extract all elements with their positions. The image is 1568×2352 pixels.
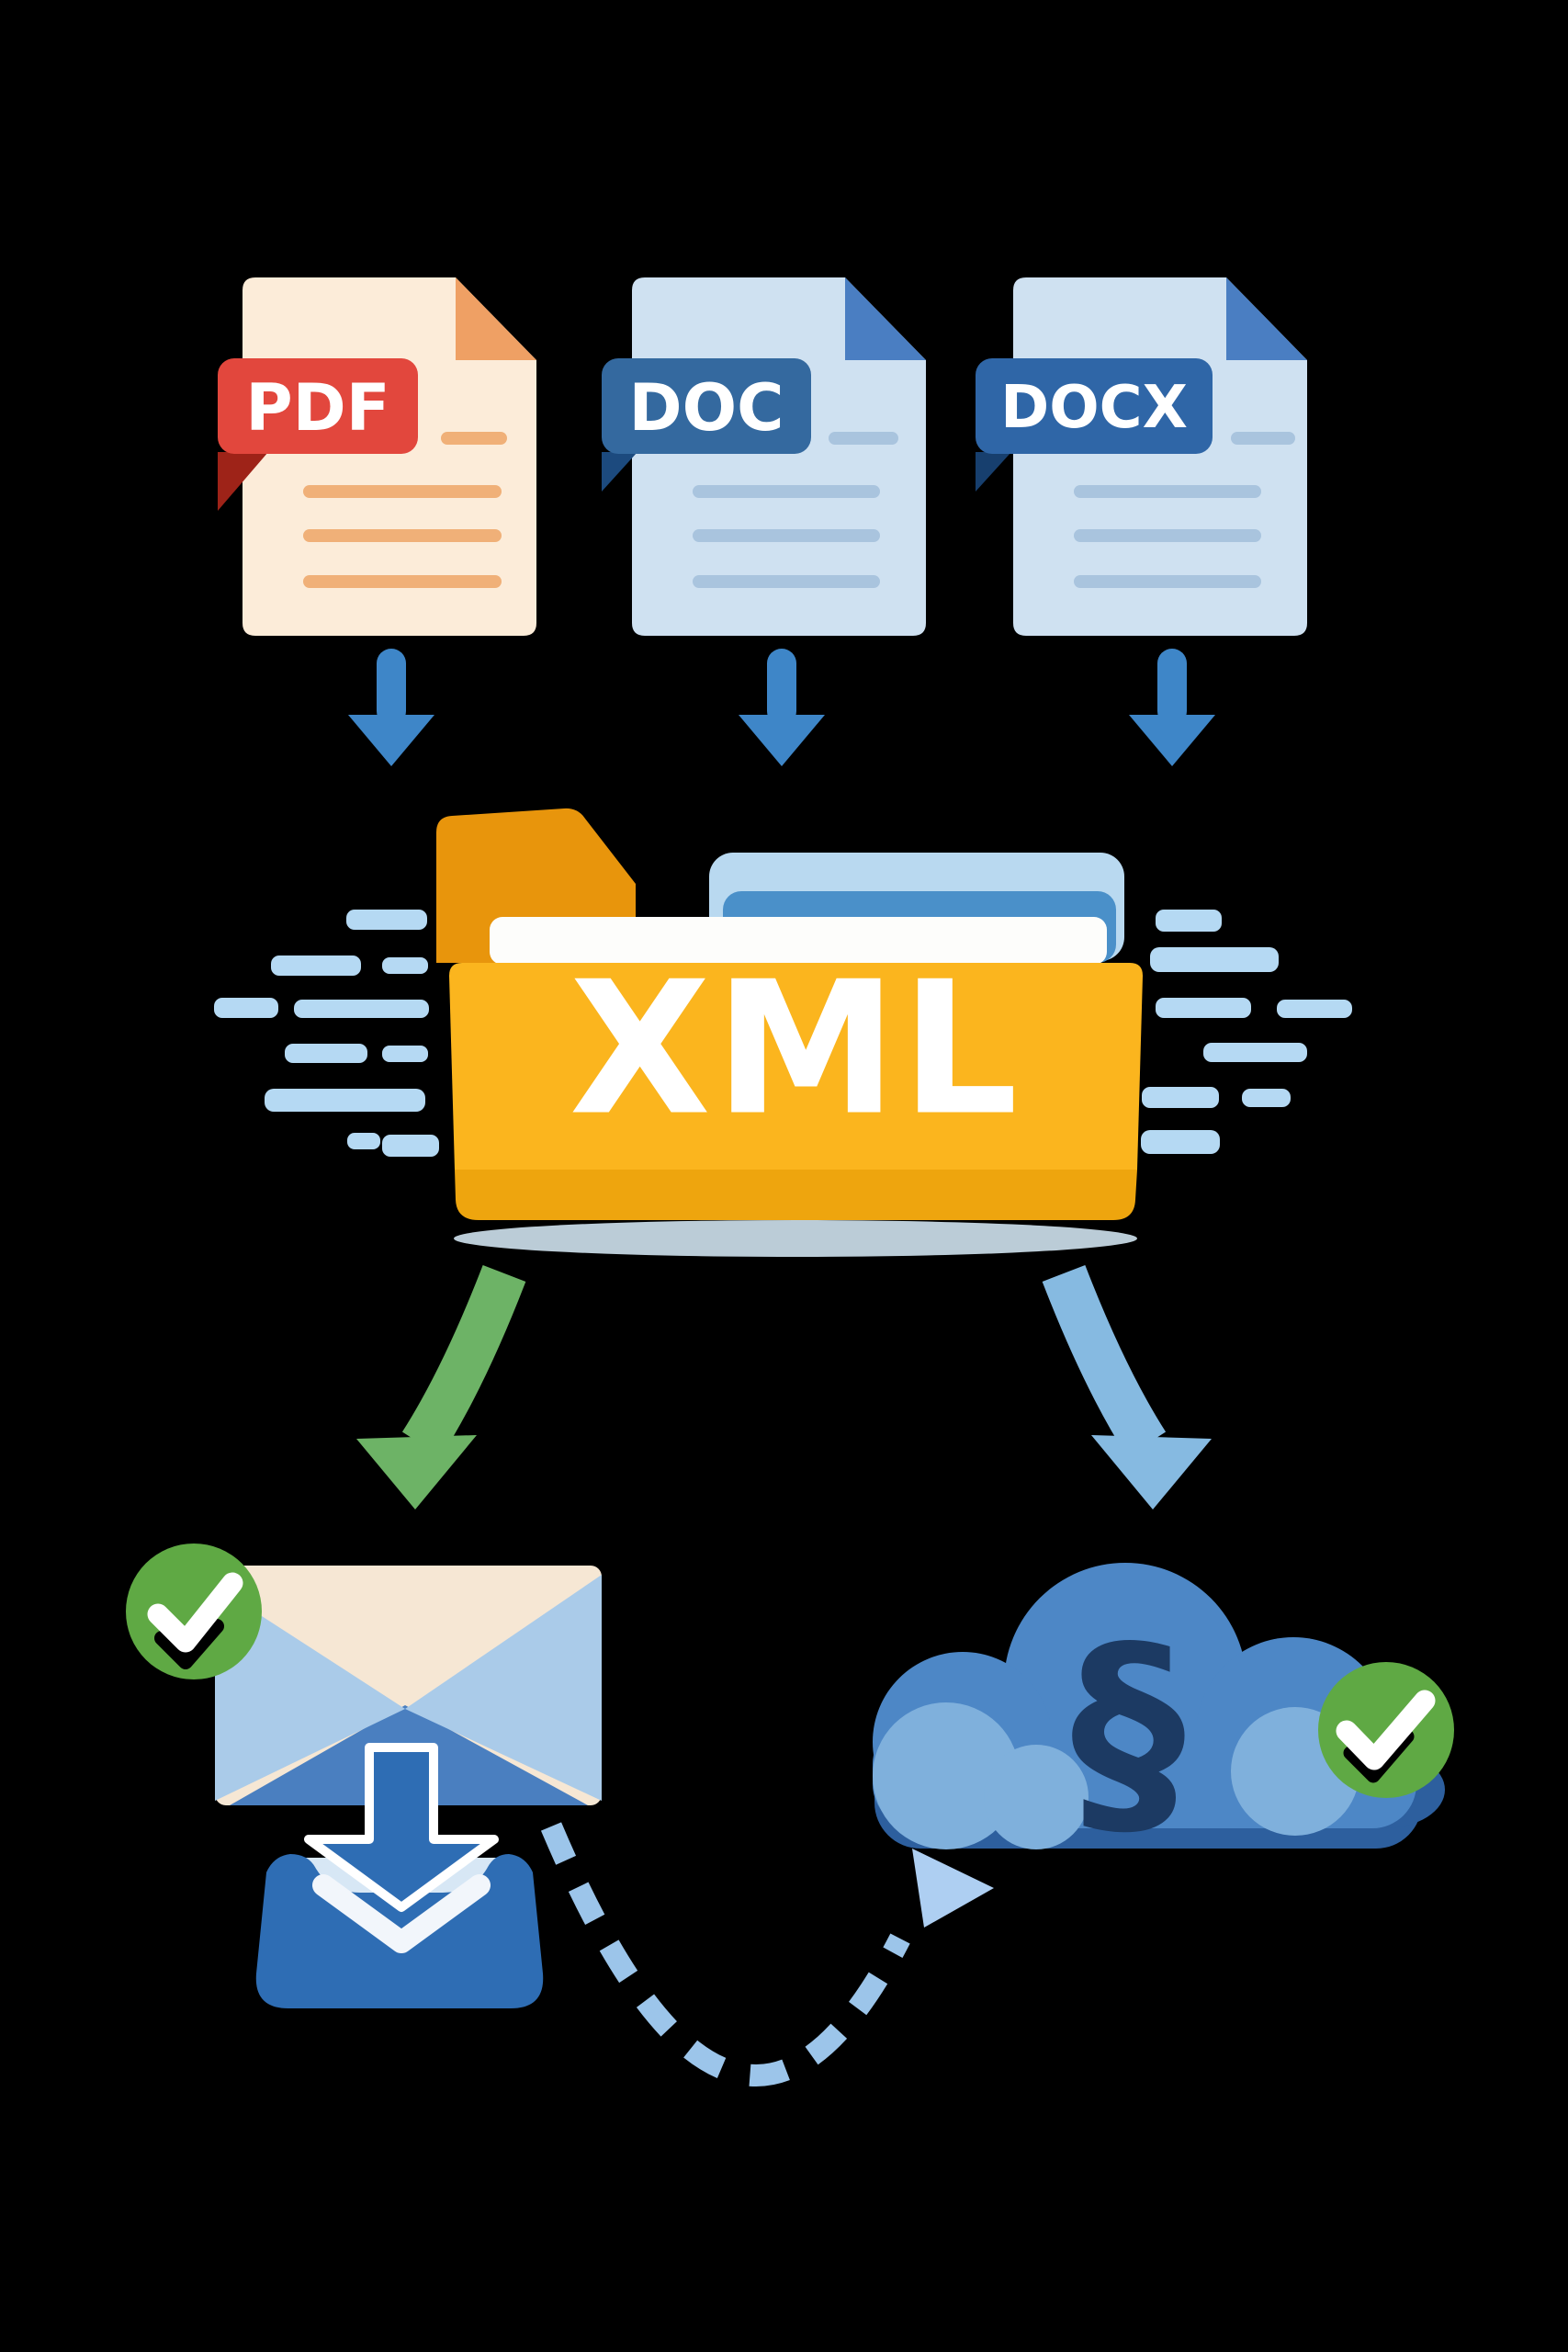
pdf-badge	[218, 358, 418, 454]
docx-text-line	[1231, 432, 1295, 445]
folder-paper	[490, 917, 1107, 965]
speed-line	[347, 1133, 380, 1149]
speed-line	[294, 1000, 429, 1018]
file-icon-doc: DOC	[602, 277, 926, 636]
file-icon-docx: DOCX	[976, 277, 1307, 636]
email-envelope-icon	[126, 1544, 602, 1805]
speed-line	[265, 1089, 425, 1112]
speed-line	[1142, 1087, 1219, 1108]
pdf-text-line	[303, 529, 502, 542]
docx-badge-label: DOCX	[1000, 374, 1188, 442]
doc-text-line	[829, 432, 898, 445]
pdf-badge-fold	[218, 452, 268, 511]
docx-badge-fold	[976, 452, 1011, 492]
speed-line	[346, 910, 427, 930]
speed-line	[1156, 998, 1251, 1018]
doc-folded-corner-icon	[845, 277, 926, 360]
speed-line	[214, 998, 278, 1018]
down-arrow-icon	[1129, 649, 1215, 766]
doc-badge-fold	[602, 452, 637, 492]
xml-folder-icon: XML	[436, 808, 1143, 1257]
pdf-text-line	[303, 575, 502, 588]
doc-text-line	[693, 485, 880, 498]
speed-line	[1203, 1043, 1307, 1062]
envelope-right-flap	[405, 1575, 602, 1801]
envelope-left-flap	[215, 1586, 405, 1801]
dashed-transfer-arrow-icon	[540, 1822, 994, 2086]
doc-text-line	[693, 575, 880, 588]
download-arrow-icon	[304, 1743, 499, 1912]
folder-front-bottom	[455, 1170, 1137, 1220]
cloud-light-puff	[873, 1702, 1020, 1849]
docx-text-line	[1074, 485, 1261, 498]
speed-line	[271, 956, 361, 976]
down-arrow-icon	[348, 649, 434, 766]
speed-line	[382, 1135, 439, 1157]
check-icon	[1336, 1690, 1436, 1770]
check-badge-icon	[1318, 1662, 1454, 1798]
docx-folded-corner-icon	[1226, 277, 1307, 360]
speed-line	[1156, 910, 1222, 932]
legal-cloud-icon: §	[873, 1563, 1454, 1865]
tray-notch	[312, 1874, 491, 1953]
pdf-text-line	[303, 485, 502, 498]
dashed-arrowhead	[912, 1849, 994, 1928]
docx-text-line	[1074, 529, 1261, 542]
pdf-badge-label: PDF	[245, 370, 389, 446]
speed-line	[1242, 1089, 1291, 1107]
doc-badge	[602, 358, 811, 454]
speed-line	[1150, 947, 1279, 972]
folder-shadow	[454, 1220, 1137, 1257]
xml-label: XML	[570, 943, 1022, 1157]
docx-badge	[976, 358, 1213, 454]
pdf-folded-corner-icon	[456, 277, 536, 360]
speed-line	[285, 1044, 367, 1063]
speed-line	[382, 957, 428, 974]
speed-lines-left	[214, 910, 439, 1157]
green-curved-arrow-icon	[356, 1264, 526, 1510]
folder-front	[449, 963, 1143, 1170]
file-icon-pdf: PDF	[218, 277, 536, 636]
check-icon	[147, 1572, 243, 1653]
docx-text-line	[1074, 575, 1261, 588]
cloud-light-puff	[984, 1745, 1089, 1849]
pdf-text-line	[441, 432, 507, 445]
download-tray-icon	[255, 1743, 544, 2008]
doc-text-line	[693, 529, 880, 542]
speed-line	[382, 1046, 428, 1062]
blue-curved-arrow-icon	[1042, 1264, 1212, 1510]
speed-line	[1277, 1000, 1352, 1018]
speed-line	[1141, 1130, 1220, 1154]
check-badge-icon	[126, 1544, 262, 1679]
down-arrow-icon	[739, 649, 825, 766]
speed-lines-right	[1141, 910, 1352, 1154]
section-symbol: §	[1071, 1598, 1186, 1865]
doc-badge-label: DOC	[629, 370, 784, 446]
